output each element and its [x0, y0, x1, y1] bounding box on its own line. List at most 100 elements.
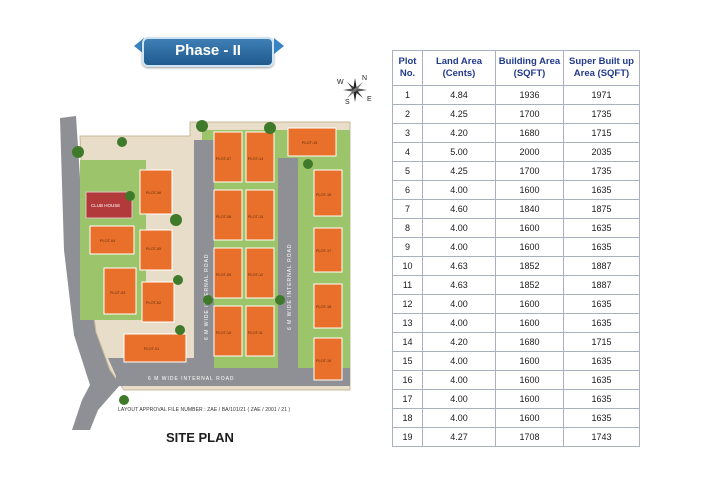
cell-building-area: 1840: [495, 199, 564, 219]
cell-building-area: 1700: [495, 161, 564, 181]
cell-plot-no: 2: [392, 104, 423, 124]
plot-10: [213, 305, 243, 357]
plot-02: [141, 281, 175, 323]
plot-12: [245, 247, 275, 299]
cell-super-built-up-area: 1971: [563, 85, 640, 105]
banner-bar: [142, 37, 274, 67]
plot-05: [139, 229, 173, 271]
table-header-row: Plot No. Land Area (Cents) Building Area…: [392, 50, 640, 86]
plot-label: PLOT-17: [316, 249, 331, 253]
header-building-area: Building Area (SQFT): [495, 50, 564, 86]
compass-s: S: [345, 99, 350, 106]
cell-super-built-up-area: 1635: [563, 370, 640, 390]
plot-04: [89, 225, 135, 255]
plot-label: PLOT-08: [216, 215, 231, 219]
cell-plot-no: 15: [392, 351, 423, 371]
cell-land-area: 4.63: [422, 275, 496, 295]
horizontal-internal-road: [116, 368, 350, 386]
banner-right-arrow-icon: [274, 38, 284, 54]
cell-plot-no: 8: [392, 218, 423, 238]
plot-label: PLOT-05: [146, 247, 161, 251]
plot-area-table: Plot No. Land Area (Cents) Building Area…: [392, 50, 640, 447]
cell-plot-no: 18: [392, 408, 423, 428]
plot-label: PLOT-02: [146, 301, 161, 305]
plot-08: [213, 189, 243, 241]
plot-label: PLOT-13: [248, 215, 263, 219]
plot-07: [213, 131, 243, 183]
cell-super-built-up-area: 1635: [563, 294, 640, 314]
plot-label: PLOT-12: [248, 273, 263, 277]
plot-label: PLOT-14: [248, 157, 263, 161]
cell-plot-no: 7: [392, 199, 423, 219]
cell-building-area: 2000: [495, 142, 564, 162]
cell-super-built-up-area: 1635: [563, 313, 640, 333]
vertical-internal-road: [108, 140, 214, 376]
approval-file-number: LAYOUT APPROVAL FILE NUMBER : ZAE / BA/1…: [118, 407, 291, 413]
cell-plot-no: 4: [392, 142, 423, 162]
phase-banner: Phase - II: [134, 34, 284, 67]
cell-plot-no: 10: [392, 256, 423, 276]
cell-super-built-up-area: 2035: [563, 142, 640, 162]
plot-label: PLOT-15: [302, 141, 317, 145]
club-house: [85, 191, 133, 219]
cell-super-built-up-area: 1635: [563, 389, 640, 409]
cell-land-area: 4.00: [422, 294, 496, 314]
plot-13: [245, 189, 275, 241]
compass-e: E: [367, 96, 372, 103]
cell-building-area: 1600: [495, 218, 564, 238]
cell-building-area: 1600: [495, 237, 564, 257]
cell-building-area: 1600: [495, 313, 564, 333]
cell-plot-no: 17: [392, 389, 423, 409]
cell-building-area: 1936: [495, 85, 564, 105]
cell-building-area: 1852: [495, 256, 564, 276]
plot-label: PLOT-07: [216, 157, 231, 161]
banner-left-arrow-icon: [134, 38, 144, 54]
cell-super-built-up-area: 1635: [563, 180, 640, 200]
cell-plot-no: 16: [392, 370, 423, 390]
header-super-built-up-area: Super Built up Area (SQFT): [563, 50, 640, 86]
cell-super-built-up-area: 1635: [563, 237, 640, 257]
cell-super-built-up-area: 1875: [563, 199, 640, 219]
road-label-vertical-2: 6 M WIDE INTERNAL ROAD: [287, 243, 293, 330]
phase-title: Phase - II: [175, 42, 241, 59]
cell-plot-no: 6: [392, 180, 423, 200]
compass-icon: W N S E: [337, 75, 372, 106]
cell-land-area: 4.25: [422, 104, 496, 124]
plot-label: PLOT-16: [316, 193, 331, 197]
cell-land-area: 4.25: [422, 161, 496, 181]
plot-label: PLOT-19: [316, 359, 331, 363]
trees: [72, 120, 313, 405]
plot-03: [103, 267, 137, 315]
cell-building-area: 1852: [495, 275, 564, 295]
plot-label: PLOT-11: [248, 331, 263, 335]
cell-plot-no: 12: [392, 294, 423, 314]
header-land-area: Land Area (Cents): [422, 50, 496, 86]
plot-01: [123, 333, 187, 363]
cell-plot-no: 9: [392, 237, 423, 257]
cell-land-area: 5.00: [422, 142, 496, 162]
cell-building-area: 1600: [495, 408, 564, 428]
cell-land-area: 4.63: [422, 256, 496, 276]
cell-super-built-up-area: 1887: [563, 275, 640, 295]
cell-land-area: 4.00: [422, 351, 496, 371]
cell-plot-no: 1: [392, 85, 423, 105]
plot-19: [313, 337, 343, 381]
cell-land-area: 4.00: [422, 313, 496, 333]
plot-06: [139, 169, 173, 215]
club-house-label: CLUB HOUSE: [91, 203, 120, 208]
cell-plot-no: 11: [392, 275, 423, 295]
cell-plot-no: 5: [392, 161, 423, 181]
